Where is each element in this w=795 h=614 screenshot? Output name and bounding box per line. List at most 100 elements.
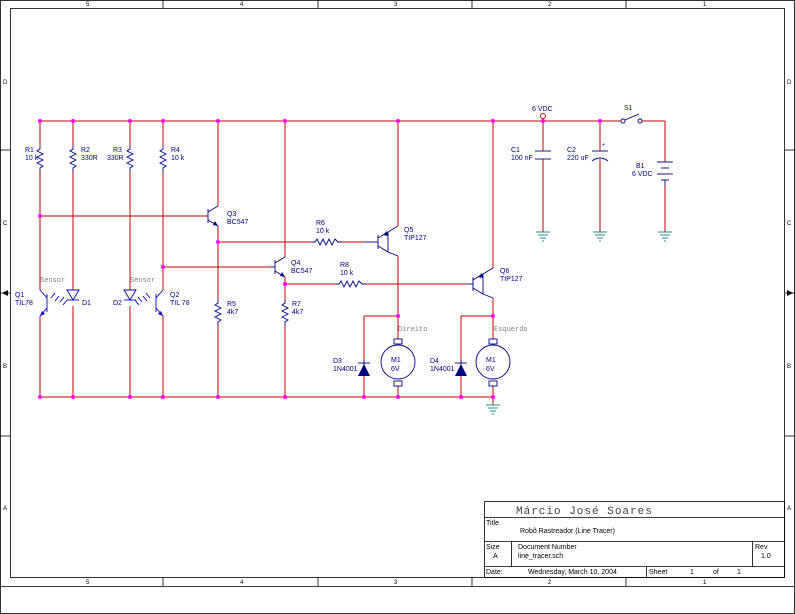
rev-value: 1.0 — [761, 553, 771, 560]
resistor-r2: R2 330R — [68, 146, 98, 172]
r8-ref: R8 — [340, 262, 349, 269]
drawing-title: Robô Rastreador (Line Tracer) — [520, 528, 615, 535]
d1-ref: D1 — [82, 300, 91, 307]
motor-right: M1 6V Direito — [380, 326, 427, 387]
r7-ref: R7 — [292, 301, 301, 308]
vcc-port: 6 VDC — [532, 106, 553, 121]
r4-ref: R4 — [171, 147, 180, 154]
sheet-label: Sheet — [649, 569, 667, 576]
q6-ref: Q6 — [500, 268, 509, 275]
q4-value: BC547 — [291, 268, 313, 275]
size-value: A — [493, 553, 498, 560]
r1-ref: R1 — [25, 147, 34, 154]
row-label-right-d: D — [787, 80, 792, 86]
sensor-label-left: Sensor — [40, 277, 65, 285]
r6-ref: R6 — [316, 220, 325, 227]
resistor-r4: R4 10 k — [158, 146, 185, 172]
col-label-bottom-1: 1 — [703, 580, 707, 586]
c1-ref: C1 — [511, 147, 520, 154]
author-name: Márcio José Soares — [516, 506, 653, 518]
sensor-label-right: Sensor — [130, 277, 155, 285]
motor-right-ref: M1 — [391, 357, 401, 364]
col-label-bottom-3: 3 — [394, 580, 398, 586]
r8-value: 10 k — [340, 270, 354, 277]
transistor-q3: Q3 BC547 — [207, 205, 249, 227]
motor-left-value: 6V — [486, 366, 495, 373]
vcc-label: 6 VDC — [532, 106, 553, 113]
ground-c1 — [536, 231, 550, 242]
r7-value: 4k7 — [292, 309, 303, 316]
motor-left-note: Esquerdo — [494, 326, 528, 334]
diode-d3: D3 1N4001 — [333, 358, 370, 376]
r2-value: 330R — [81, 155, 98, 162]
q5-value: TIP127 — [404, 235, 427, 242]
row-label-right-c: C — [787, 221, 792, 227]
ground-symbols — [486, 231, 672, 415]
junction-dots — [38, 119, 602, 399]
r2-ref: R2 — [81, 147, 90, 154]
col-label-top-2: 2 — [548, 2, 552, 8]
size-label: Size — [486, 544, 500, 551]
d3-ref: D3 — [333, 358, 342, 365]
row-label-right-b: B — [787, 364, 791, 370]
sheet-of-label: of — [713, 569, 719, 576]
row-label-right-a: A — [787, 506, 791, 512]
q2-ref: Q2 — [170, 292, 179, 299]
row-label-left-d: D — [3, 80, 8, 86]
q2-value: TIL 78 — [170, 300, 190, 307]
ground-b1 — [658, 231, 672, 242]
row-label-left-b: B — [3, 364, 7, 370]
battery-b1: B1 6 VDC — [632, 161, 673, 186]
col-label-top-3: 3 — [394, 2, 398, 8]
c2-ref: C2 — [567, 147, 576, 154]
q5-ref: Q5 — [404, 227, 413, 234]
r5-ref: R5 — [227, 301, 236, 308]
motor-left: M1 6V Esquerdo — [475, 326, 528, 387]
b1-value: 6 VDC — [632, 171, 653, 178]
q4-ref: Q4 — [291, 260, 300, 267]
title-label: Title — [486, 520, 499, 527]
col-label-top-1: 1 — [703, 2, 707, 8]
q3-value: BC547 — [227, 219, 249, 226]
capacitor-c2: + C2 220 uF — [567, 142, 609, 162]
r4-value: 10 k — [171, 155, 185, 162]
row-label-left-a: A — [3, 506, 7, 512]
col-label-top-4: 4 — [240, 2, 244, 8]
sheet-number: 1 — [690, 569, 694, 576]
date-value: Wednesday, March 10, 2004 — [528, 569, 617, 576]
q6-value: TIP127 — [500, 276, 523, 283]
c2-value: 220 uF — [567, 155, 589, 162]
led-d2: D2 Sensor — [113, 277, 155, 307]
r6-value: 10 k — [316, 228, 330, 235]
rev-label: Rev — [755, 544, 768, 551]
c1-value: 100 nF — [511, 155, 533, 162]
q3-ref: Q3 — [227, 211, 236, 218]
col-label-bottom-5: 5 — [86, 580, 90, 586]
title-block: Márcio José Soares Title Robô Rastreador… — [484, 501, 785, 578]
d3-value: 1N4001 — [333, 366, 358, 373]
resistor-r3: R3 330R — [107, 146, 135, 172]
col-label-bottom-4: 4 — [240, 580, 244, 586]
col-label-bottom-2: 2 — [548, 580, 552, 586]
resistor-r6: R6 10 k — [312, 220, 342, 247]
q1-value: TIL78 — [15, 300, 33, 307]
phototransistor-q1: Sensor Q1 TIL78 — [15, 277, 65, 317]
switch-s1: S1 — [620, 105, 643, 124]
docnum-value: line_tracer.sch — [518, 553, 563, 560]
diode-d4: D4 1N4001 — [430, 358, 467, 376]
transistor-q5: Q5 TIP127 — [364, 225, 427, 257]
resistor-r5: R5 4k7 — [213, 300, 238, 326]
d4-value: 1N4001 — [430, 366, 455, 373]
r1-value: 10 k — [25, 155, 39, 162]
docnum-label: Document Number — [518, 544, 577, 551]
s1-ref: S1 — [624, 105, 633, 112]
r5-value: 4k7 — [227, 309, 238, 316]
d2-ref: D2 — [113, 300, 122, 307]
c2-polarity-mark: + — [602, 142, 605, 148]
resistor-r1: R1 10 k — [25, 146, 45, 172]
q1-ref: Q1 — [15, 292, 24, 299]
transistor-q6: Q6 TIP127 — [467, 267, 523, 299]
sheet-total: 1 — [737, 569, 741, 576]
r3-ref: R3 — [113, 147, 122, 154]
